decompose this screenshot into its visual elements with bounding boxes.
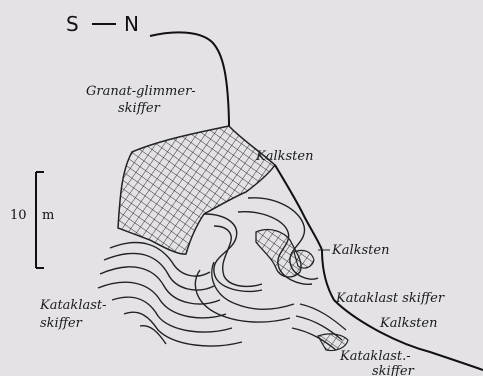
kataklast-bottom-label-line1: Kataklast.- <box>339 349 411 364</box>
granat-glimmer-label-line2: skiffer <box>118 101 161 116</box>
kataklast-left-label-line1: Kataklast- <box>39 298 107 313</box>
kalksten-upper-label: Kalksten <box>255 149 313 164</box>
surface-profile-line <box>150 32 229 126</box>
kalksten-lower-label: Kalksten <box>379 316 437 331</box>
kalksten-middle-label: Kalksten <box>331 243 389 258</box>
granat-glimmer-label-line1: Granat-glimmer- <box>86 84 196 99</box>
kataklast-bottom-label-line2: skiffer <box>372 364 415 376</box>
kataklast-left-label-line2: skiffer <box>40 316 83 331</box>
north-label: N <box>124 12 139 36</box>
scale-unit: m <box>42 208 54 223</box>
limestone-upper-mass <box>118 126 275 254</box>
south-label: S <box>66 12 79 36</box>
kataklast-right-label: Kataklast skiffer <box>335 291 445 306</box>
scale-value: 10 <box>10 208 27 223</box>
